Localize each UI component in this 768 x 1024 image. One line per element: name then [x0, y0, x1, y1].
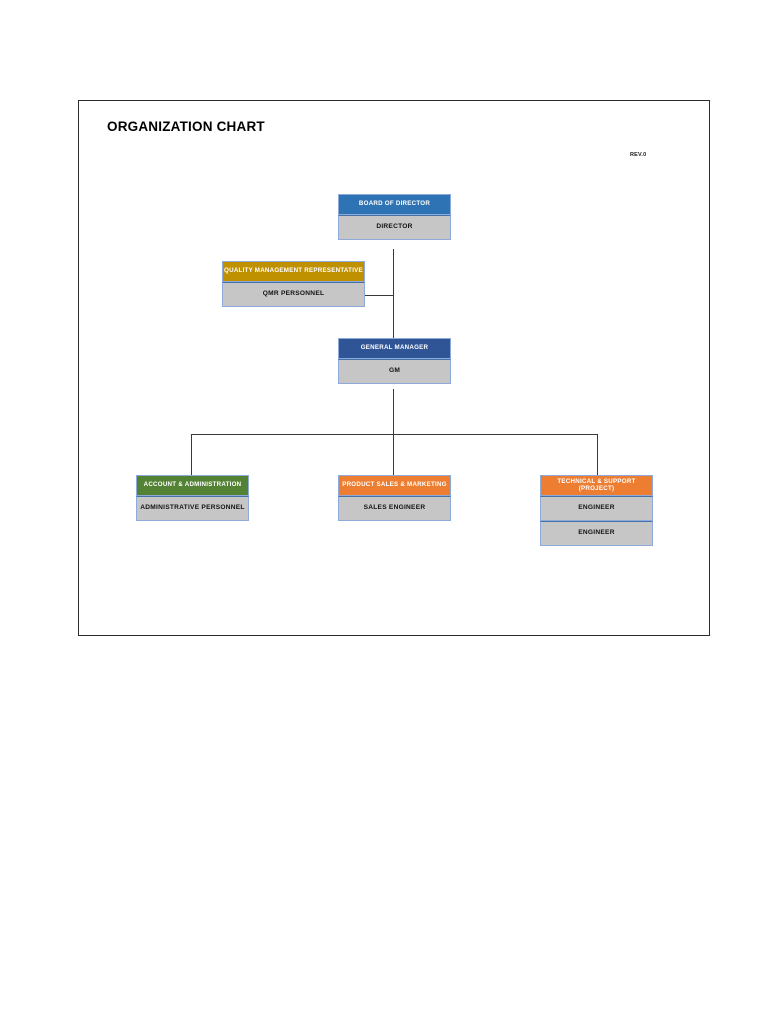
node-role-qmr-personnel: QMR PERSONNEL	[222, 282, 365, 307]
node-quality-management-representative[interactable]: QUALITY MANAGEMENT REPRESENTATIVE QMR PE…	[222, 261, 365, 307]
connector-gm-drop	[393, 389, 394, 434]
node-board-of-director[interactable]: BOARD OF DIRECTOR DIRECTOR	[338, 194, 451, 240]
node-header-account-administration: ACCOUNT & ADMINISTRATION	[136, 475, 249, 496]
connector-drop-technical	[597, 434, 598, 475]
node-role-engineer-1: ENGINEER	[540, 496, 653, 521]
connector-drop-sales	[393, 434, 394, 475]
connector-horizontal-bus	[191, 434, 597, 435]
connector-drop-account	[191, 434, 192, 475]
node-general-manager[interactable]: GENERAL MANAGER GM	[338, 338, 451, 384]
page-title: ORGANIZATION CHART	[107, 119, 265, 134]
org-chart-frame: ORGANIZATION CHART REV.0 BOARD OF DIRECT…	[78, 100, 710, 636]
node-role-director: DIRECTOR	[338, 215, 451, 240]
node-role-gm: GM	[338, 359, 451, 384]
node-technical-support-project[interactable]: TECHNICAL & SUPPORT (PROJECT) ENGINEER E…	[540, 475, 653, 546]
node-header-technical-support-project: TECHNICAL & SUPPORT (PROJECT)	[540, 475, 653, 496]
node-account-administration[interactable]: ACCOUNT & ADMINISTRATION ADMINISTRATIVE …	[136, 475, 249, 521]
node-product-sales-marketing[interactable]: PRODUCT SALES & MARKETING SALES ENGINEER	[338, 475, 451, 521]
node-header-product-sales-marketing: PRODUCT SALES & MARKETING	[338, 475, 451, 496]
connector-qmr-stub	[365, 295, 393, 296]
node-header-general-manager: GENERAL MANAGER	[338, 338, 451, 359]
node-role-engineer-2: ENGINEER	[540, 521, 653, 546]
connector-board-to-gm	[393, 249, 394, 338]
node-role-sales-engineer: SALES ENGINEER	[338, 496, 451, 521]
node-header-quality-management-representative: QUALITY MANAGEMENT REPRESENTATIVE	[222, 261, 365, 282]
node-role-administrative-personnel: ADMINISTRATIVE PERSONNEL	[136, 496, 249, 521]
revision-label: REV.0	[630, 152, 647, 158]
node-header-board-of-director: BOARD OF DIRECTOR	[338, 194, 451, 215]
